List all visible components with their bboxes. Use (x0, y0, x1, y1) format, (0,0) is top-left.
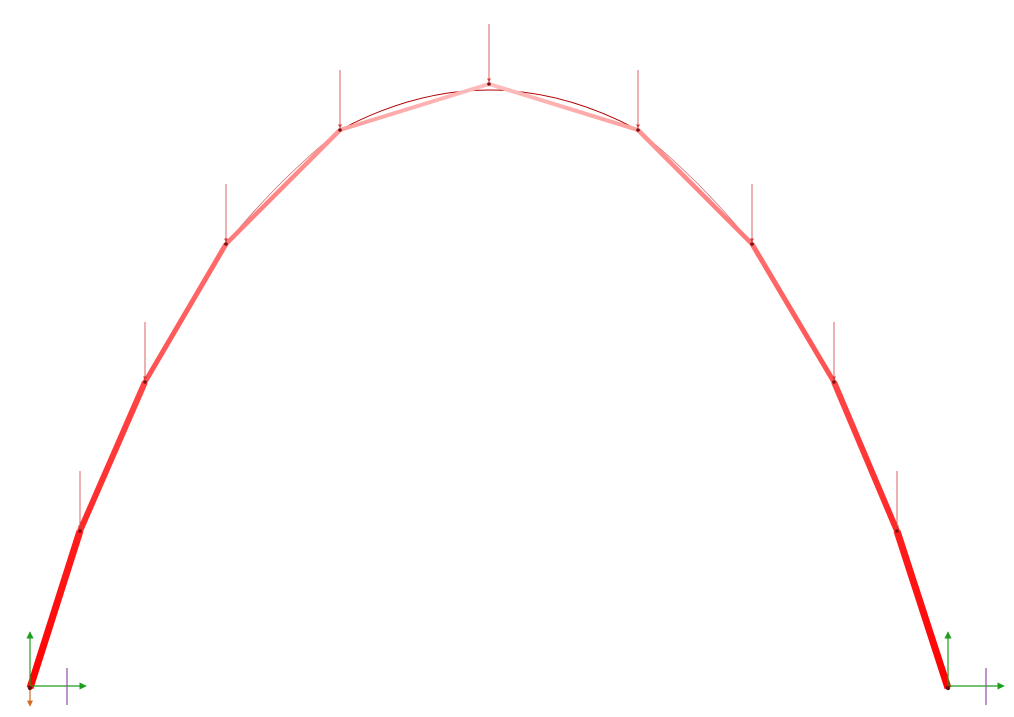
left-support-node (27, 685, 33, 691)
arch-member-3[interactable] (142, 242, 229, 384)
arch-member-8[interactable] (749, 242, 837, 384)
arch-member-7[interactable] (636, 128, 754, 246)
point-loads (78, 24, 899, 530)
arch-member-4[interactable] (224, 128, 342, 246)
arch-node-7[interactable] (636, 128, 640, 132)
arch-members (26, 82, 952, 690)
arch-member-6[interactable] (488, 82, 639, 132)
deformed-arc (339, 89, 639, 131)
right-support[interactable] (944, 631, 1005, 705)
arch-member-10[interactable] (893, 529, 952, 690)
arch-node-2[interactable] (78, 529, 82, 533)
arch-node-8[interactable] (750, 242, 754, 246)
arch-node-3[interactable] (143, 380, 147, 384)
left-support[interactable] (26, 631, 87, 707)
arch-node-6[interactable] (487, 82, 491, 86)
arch-member-5[interactable] (339, 82, 490, 132)
arch-member-1[interactable] (26, 529, 84, 690)
right-support-node (945, 685, 951, 691)
arch-node-9[interactable] (832, 380, 836, 384)
arch-node-4[interactable] (224, 242, 228, 246)
arch-member-9[interactable] (831, 380, 900, 533)
arch-node-10[interactable] (895, 529, 899, 533)
arch-node-5[interactable] (338, 128, 342, 132)
arch-member-2[interactable] (77, 380, 148, 533)
